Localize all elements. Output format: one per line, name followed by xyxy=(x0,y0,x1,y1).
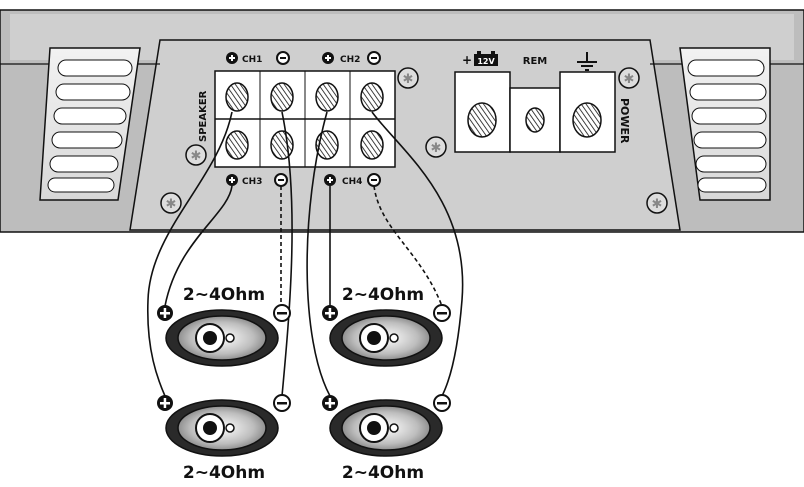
left-vent xyxy=(39,47,141,201)
ch2-label: CH2 xyxy=(340,55,360,65)
ch4-label: CH4 xyxy=(342,177,362,187)
svg-text:✱: ✱ xyxy=(431,140,442,155)
minus-icon xyxy=(433,394,451,412)
ch1-label: CH1 xyxy=(242,55,262,65)
minus-icon xyxy=(276,51,290,65)
power-label: POWER xyxy=(618,98,631,144)
right-vent xyxy=(679,47,771,201)
screw: ✱ xyxy=(185,144,207,166)
speaker-bottom-left xyxy=(165,399,279,457)
minus-icon xyxy=(273,394,291,412)
svg-text:✱: ✱ xyxy=(624,71,635,86)
minus-icon xyxy=(273,304,291,322)
power-terminal-block xyxy=(454,71,616,153)
speaker-label: SPEAKER xyxy=(198,90,209,142)
svg-text:✱: ✱ xyxy=(166,196,177,211)
speaker-bottom-right xyxy=(329,399,443,457)
plus-icon xyxy=(324,174,336,186)
minus-icon xyxy=(433,304,451,322)
impedance-label-top-right: 2~4Ohm xyxy=(342,285,424,305)
impedance-label-top-left: 2~4Ohm xyxy=(183,285,265,305)
plus-icon xyxy=(157,305,173,321)
plus-icon xyxy=(322,395,338,411)
speaker-top-left xyxy=(165,309,279,367)
plus-icon xyxy=(322,305,338,321)
impedance-label-bottom-right: 2~4Ohm xyxy=(342,463,424,483)
speaker-terminal-block xyxy=(214,70,396,168)
plus-icon xyxy=(226,52,238,64)
speaker-top-right xyxy=(329,309,443,367)
ground-icon xyxy=(577,52,597,71)
screws: ✱ ✱ ✱ ✱ ✱ ✱ xyxy=(160,67,668,214)
speaker-wires xyxy=(147,111,464,397)
screw: ✱ xyxy=(618,67,640,89)
minus-icon xyxy=(274,173,288,187)
minus-icon xyxy=(367,51,381,65)
screw: ✱ xyxy=(397,67,419,89)
screw: ✱ xyxy=(425,136,447,158)
plus-icon xyxy=(226,174,238,186)
plus-icon xyxy=(157,395,173,411)
minus-icon xyxy=(367,173,381,187)
ch3-label: CH3 xyxy=(242,177,262,187)
svg-text:✱: ✱ xyxy=(191,148,202,163)
svg-text:✱: ✱ xyxy=(403,71,414,86)
svg-text:✱: ✱ xyxy=(652,196,663,211)
plus-icon xyxy=(322,52,334,64)
screw: ✱ xyxy=(646,192,668,214)
rem-label: REM xyxy=(523,56,548,67)
battery-icon xyxy=(474,51,498,66)
screw: ✱ xyxy=(160,192,182,214)
12v-label: 12V xyxy=(477,57,495,66)
impedance-label-bottom-left: 2~4Ohm xyxy=(183,463,265,483)
plus-12v-sign: + xyxy=(462,53,472,67)
